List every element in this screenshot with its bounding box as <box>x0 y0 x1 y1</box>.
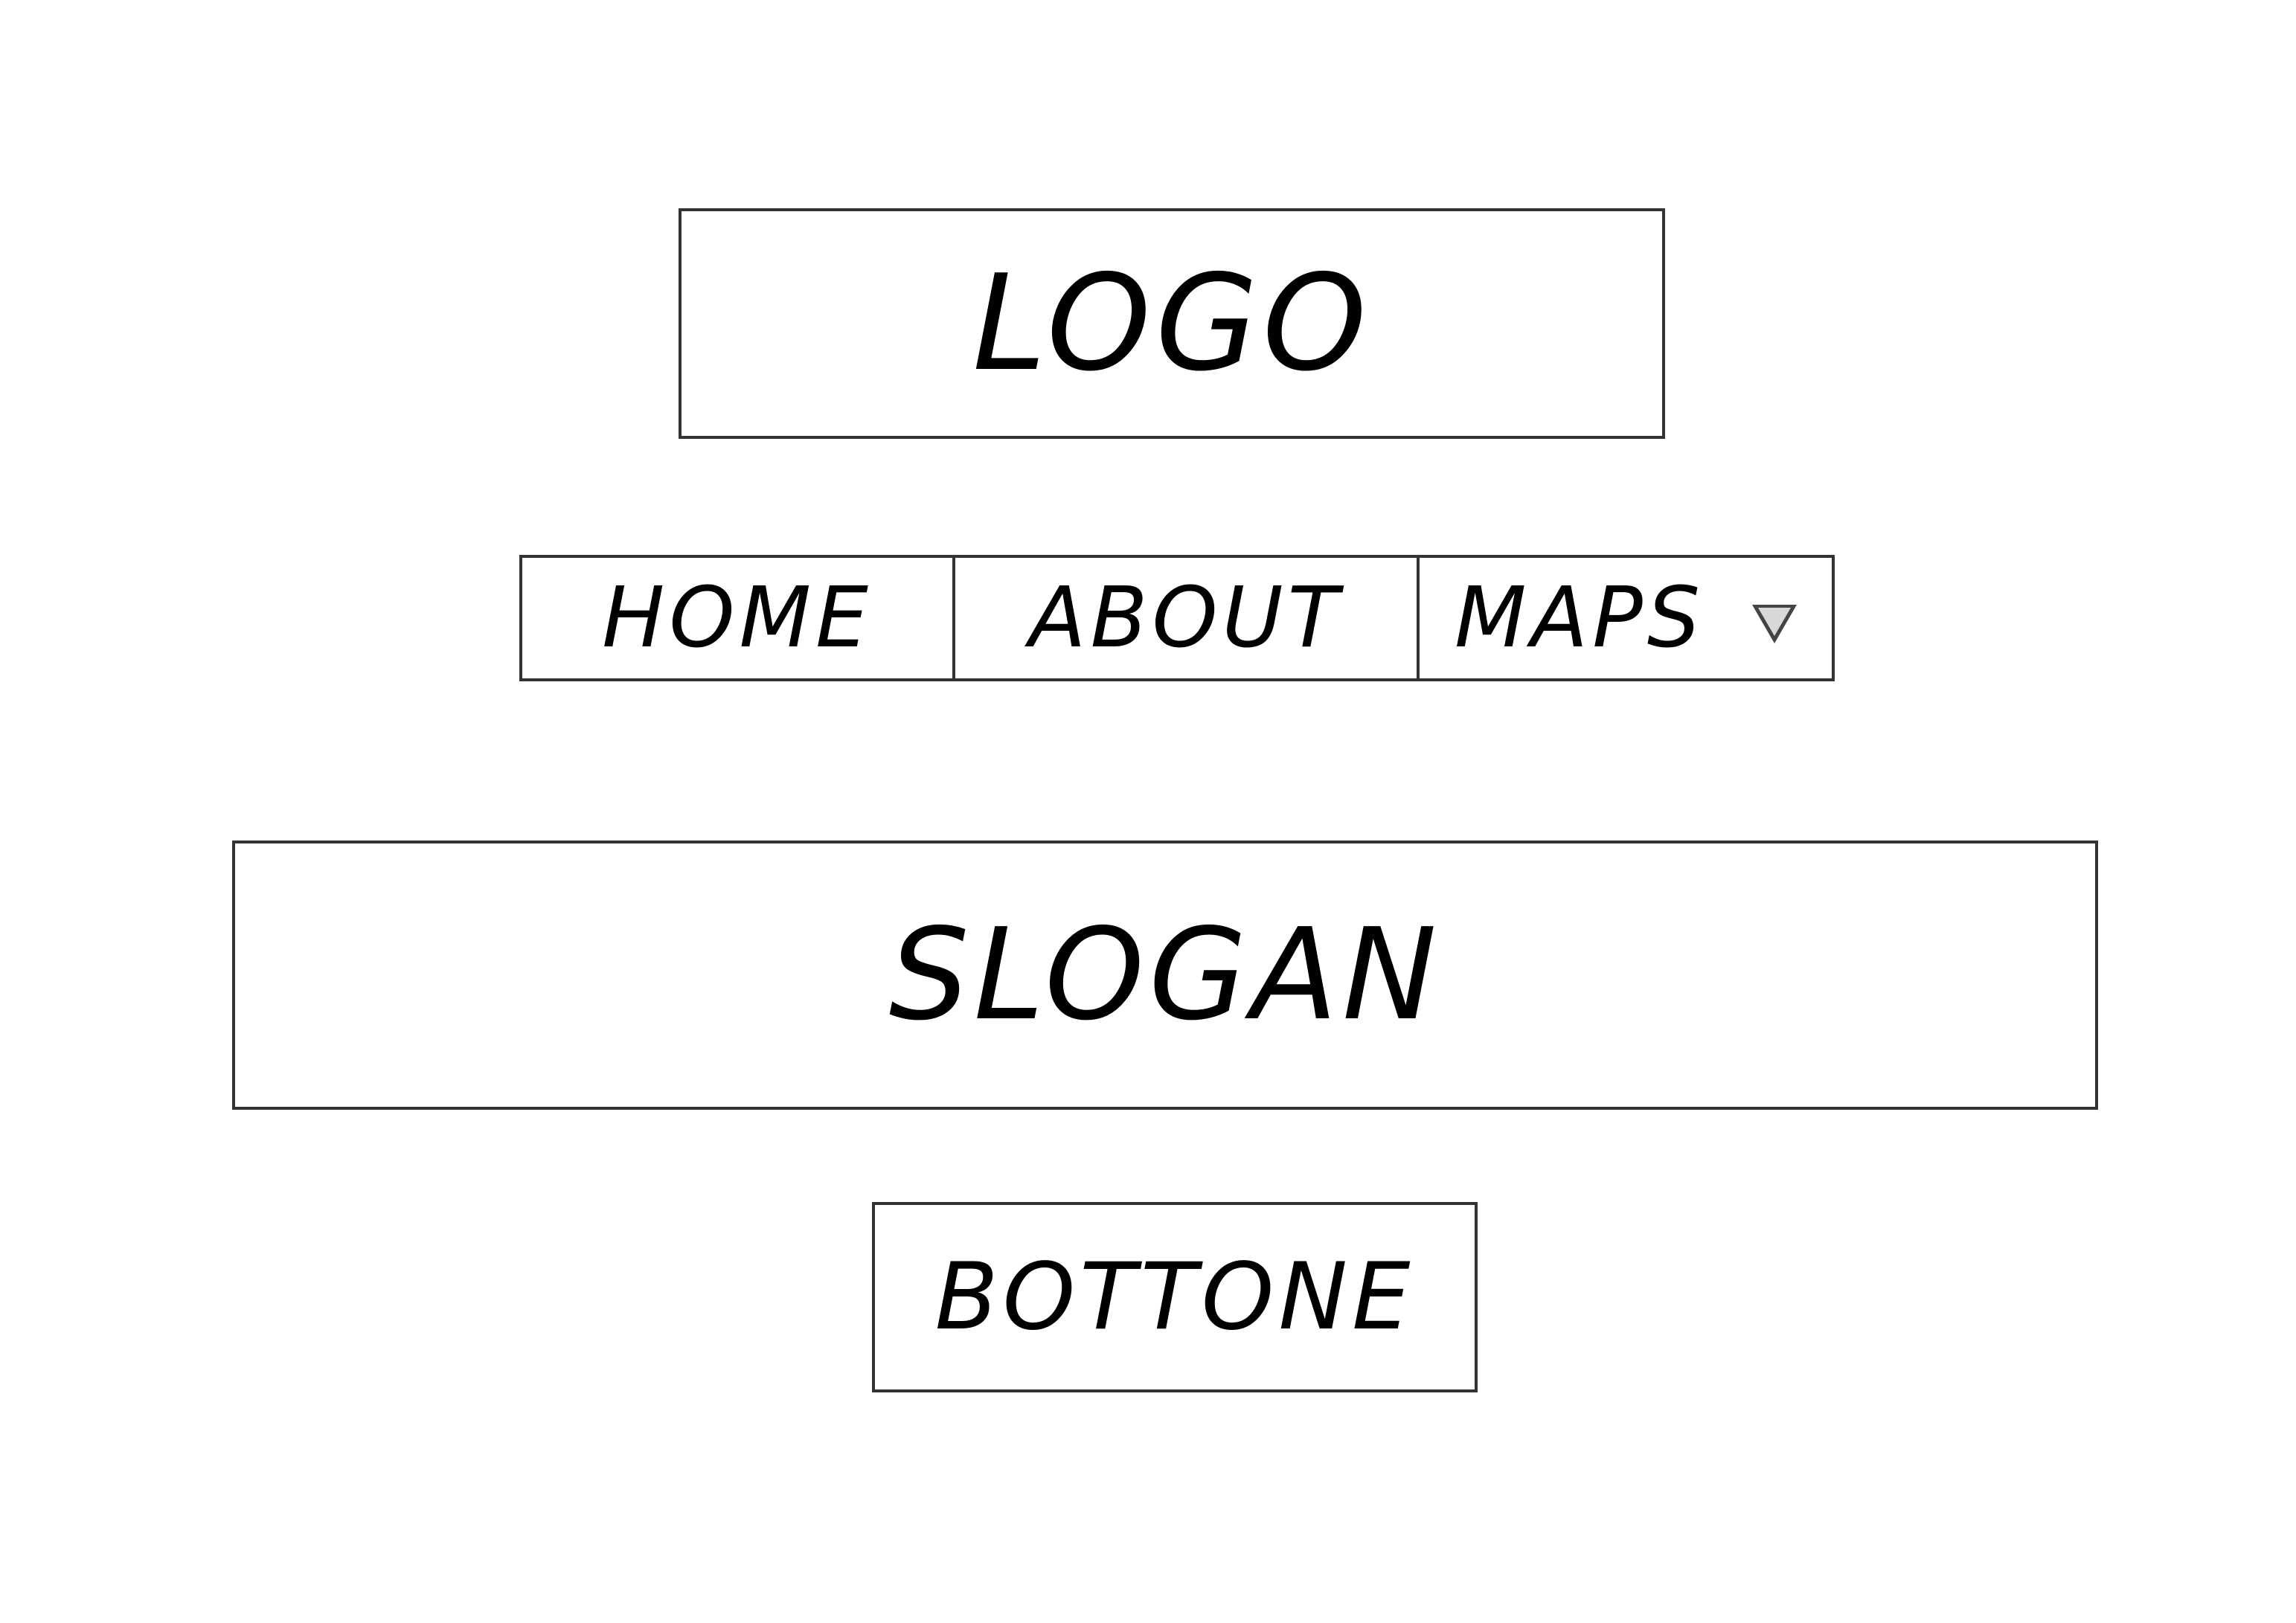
triangle-down-icon[interactable] <box>1751 605 1797 643</box>
nav-item-about-label: ABOUT <box>1029 570 1343 666</box>
cta-button-label: BOTTONE <box>934 1244 1415 1351</box>
nav-item-maps-dropdown[interactable]: MAPS <box>1417 555 1835 681</box>
nav-item-home[interactable]: HOME <box>519 555 955 681</box>
main-navigation: HOME ABOUT MAPS <box>519 555 1838 681</box>
slogan-text: SLOGAN <box>888 902 1442 1049</box>
cta-button[interactable]: BOTTONE <box>872 1202 1478 1392</box>
slogan-banner: SLOGAN <box>232 841 2098 1110</box>
nav-item-home-label: HOME <box>602 570 873 666</box>
logo-text: LOGO <box>972 246 1371 400</box>
nav-item-maps-label: MAPS <box>1455 570 1705 666</box>
logo[interactable]: LOGO <box>679 208 1665 439</box>
nav-item-about[interactable]: ABOUT <box>952 555 1420 681</box>
